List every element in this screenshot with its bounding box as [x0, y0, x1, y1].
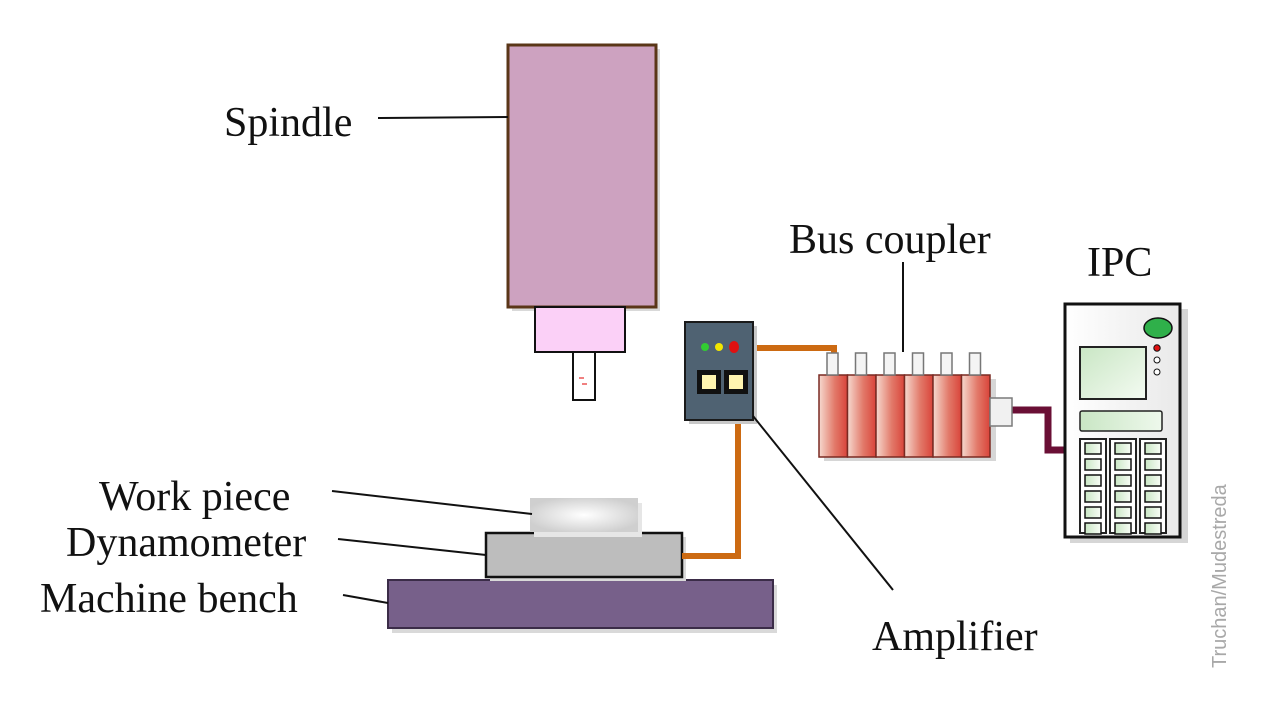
ipc-key [1114, 474, 1132, 487]
ipc-key [1084, 442, 1102, 455]
cable-amplifier-bus-coupler [755, 345, 837, 360]
ipc-key [1144, 458, 1162, 471]
spindle [506, 43, 660, 401]
ipc-drive-bar [1079, 410, 1163, 432]
ipc-key [1084, 490, 1102, 503]
amplifier-button-left-face [702, 375, 716, 389]
bus-coupler-module [875, 374, 906, 458]
bus-coupler-module [932, 374, 963, 458]
leader-work-piece [331, 490, 533, 515]
label-ipc: IPC [1087, 240, 1152, 286]
label-bus-coupler: Bus coupler [789, 217, 991, 263]
leader-dynamometer [337, 538, 487, 556]
ipc-power-button [1143, 317, 1173, 339]
label-machine-bench: Machine bench [40, 576, 298, 622]
amplifier-button-right-face [729, 375, 743, 389]
led-yellow [715, 343, 723, 351]
leader-spindle [377, 116, 509, 119]
ipc-key [1084, 506, 1102, 519]
tool-holder [534, 306, 626, 353]
ipc-key [1114, 458, 1132, 471]
ipc-key [1144, 490, 1162, 503]
spindle-body [506, 43, 658, 309]
bus-coupler-terminal [883, 352, 896, 376]
bus-coupler-connector [989, 397, 1013, 427]
cable-dynamometer-amplifier [682, 420, 741, 559]
led-green [701, 343, 709, 351]
bus-coupler [818, 352, 1013, 461]
leader-machine-bench [342, 594, 389, 604]
ipc-indicator-red [1153, 344, 1161, 352]
ipc-key [1114, 506, 1132, 519]
label-spindle: Spindle [224, 100, 352, 146]
bus-coupler-module [818, 374, 849, 458]
ipc-key [1084, 474, 1102, 487]
bus-coupler-terminal [968, 352, 982, 376]
ipc-key [1144, 442, 1162, 455]
ipc-key [1114, 522, 1132, 535]
ipc-key [1144, 506, 1162, 519]
ipc-indicator [1153, 368, 1161, 376]
amplifier [684, 321, 757, 424]
image-credit: Truchan/Mudestreda [1209, 483, 1231, 668]
bus-coupler-module [960, 374, 991, 458]
ipc-key [1114, 490, 1132, 503]
bus-coupler-terminal [854, 352, 868, 376]
ipc [1063, 302, 1188, 543]
bus-coupler-terminal [940, 352, 953, 376]
cutting-tool [572, 351, 596, 401]
work-piece [530, 498, 642, 537]
ipc-key [1144, 522, 1162, 535]
ipc-key [1084, 458, 1102, 471]
label-dynamometer: Dynamometer [66, 520, 306, 566]
bench-body [387, 579, 774, 629]
ipc-screen [1079, 346, 1147, 400]
led-red [729, 341, 739, 353]
bus-coupler-terminal [911, 352, 925, 376]
work-piece-body [530, 498, 638, 532]
bus-coupler-terminal [826, 352, 839, 376]
label-work-piece: Work piece [99, 474, 290, 520]
machine-bench [387, 579, 777, 633]
dynamometer [484, 531, 686, 581]
leader-amplifier [752, 415, 894, 591]
bus-coupler-module [846, 374, 877, 458]
label-amplifier: Amplifier [872, 614, 1038, 660]
dynamometer-body [484, 531, 684, 579]
ipc-key [1114, 442, 1132, 455]
bus-coupler-module [903, 374, 934, 458]
ipc-indicator [1153, 356, 1161, 364]
ipc-key [1144, 474, 1162, 487]
ipc-key [1084, 522, 1102, 535]
